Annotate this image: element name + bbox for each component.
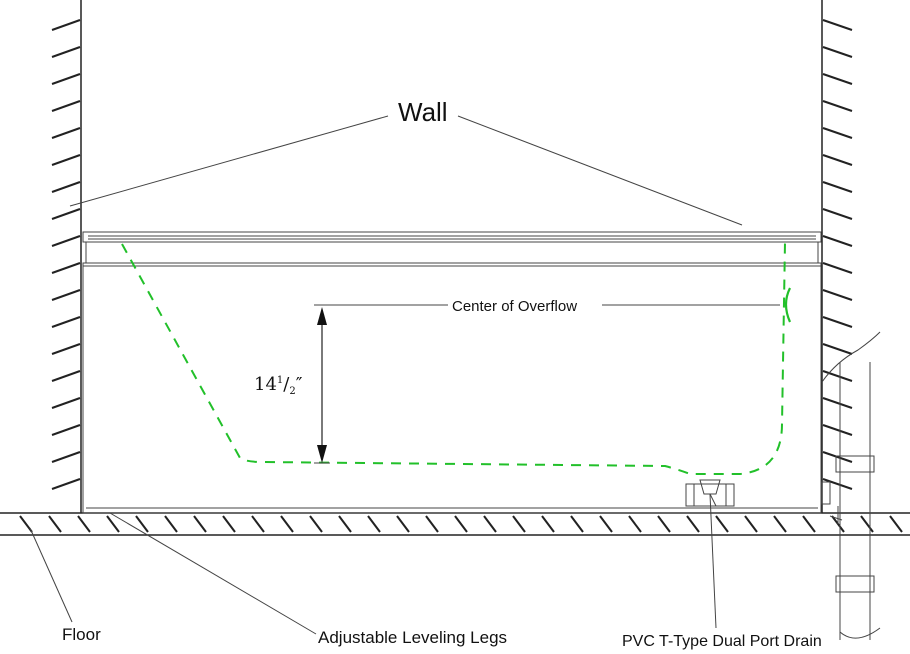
floor-hatch-mark [657, 515, 671, 533]
left-wall-hatch-mark [51, 100, 81, 112]
floor-hatch-mark [338, 515, 352, 533]
floor-hatch-mark [802, 515, 816, 533]
center-overflow-label: Center of Overflow [452, 298, 577, 315]
drain-pipe [821, 331, 881, 640]
floor-hatch-mark [599, 515, 613, 533]
right-wall-hatch-mark [822, 289, 853, 301]
drain-callout: PVC T-Type Dual Port Drain [622, 493, 822, 650]
floor-hatch-mark [106, 515, 120, 533]
floor-hatch-mark [77, 515, 91, 533]
floor-label: Floor [62, 625, 101, 644]
overflow-height-label: 141/2″ [254, 374, 303, 397]
floor-surface [0, 512, 910, 536]
right-wall-hatch-mark [822, 100, 853, 112]
floor-hatch-mark [425, 515, 439, 533]
floor-hatch-mark [48, 515, 62, 533]
left-wall-hatch-mark [51, 370, 81, 382]
left-wall-hatch-mark [51, 478, 81, 490]
overflow-opening [784, 287, 792, 323]
floor-hatch-mark [744, 515, 758, 533]
left-wall-hatching [51, 19, 81, 490]
right-wall-hatch-mark [822, 235, 853, 247]
floor-hatch-mark [251, 515, 265, 533]
left-wall-hatch-mark [51, 235, 81, 247]
left-wall-hatch-mark [51, 46, 81, 58]
legs-callout: Adjustable Leveling Legs [109, 512, 507, 647]
left-wall-hatch-mark [51, 208, 81, 220]
floor-hatch-mark [19, 515, 33, 533]
floor-hatch-mark [889, 515, 903, 533]
floor-hatch-mark [396, 515, 410, 533]
left-wall-hatch-mark [51, 73, 81, 85]
right-wall-hatch-mark [822, 316, 853, 328]
right-wall-hatch-mark [822, 478, 853, 490]
wall-label: Wall [398, 97, 448, 127]
left-wall-hatch-mark [51, 397, 81, 409]
left-wall-hatch-mark [51, 451, 81, 463]
right-wall-hatch-mark [822, 397, 853, 409]
left-wall-hatch-mark [51, 316, 81, 328]
right-wall-hatch-mark [822, 208, 853, 220]
right-wall-hatching [822, 19, 853, 490]
tub-interior-profile [121, 241, 792, 475]
floor-hatch-mark [280, 515, 294, 533]
floor-hatch-mark [773, 515, 787, 533]
floor-hatch-mark [570, 515, 584, 533]
floor-hatch-mark [483, 515, 497, 533]
floor-callout: Floor [29, 527, 101, 644]
overflow-dimension: Center of Overflow 141/2″ [254, 298, 780, 464]
left-wall-hatch-mark [51, 424, 81, 436]
left-wall-hatch-mark [51, 19, 81, 31]
drain-assembly [685, 479, 735, 507]
right-wall-hatch-mark [822, 46, 853, 58]
left-wall-hatch-mark [51, 127, 81, 139]
left-wall-hatch-mark [51, 181, 81, 193]
floor-hatching [19, 515, 903, 533]
legs-label: Adjustable Leveling Legs [318, 628, 507, 647]
tub-body [82, 242, 822, 514]
left-wall [51, 0, 82, 513]
right-wall-hatch-mark [822, 19, 853, 31]
right-wall-hatch-mark [822, 73, 853, 85]
right-wall-hatch-mark [822, 424, 853, 436]
right-wall [821, 0, 853, 513]
floor-hatch-mark [860, 515, 874, 533]
floor-hatch-mark [367, 515, 381, 533]
floor-hatch-mark [541, 515, 555, 533]
left-wall-hatch-mark [51, 343, 81, 355]
floor-hatch-mark [135, 515, 149, 533]
floor-hatch-mark [222, 515, 236, 533]
dimension-arrow-down [317, 445, 327, 463]
dimension-arrow-up [317, 307, 327, 325]
right-wall-hatch-mark [822, 181, 853, 193]
right-wall-hatch-mark [822, 262, 853, 274]
floor-hatch-mark [164, 515, 178, 533]
right-wall-hatch-mark [822, 370, 853, 382]
tub-rim [82, 231, 822, 243]
floor-hatch-mark [454, 515, 468, 533]
floor-hatch-mark [628, 515, 642, 533]
right-wall-hatch-mark [822, 343, 853, 355]
floor-hatch-mark [715, 515, 729, 533]
left-wall-hatch-mark [51, 262, 81, 274]
right-wall-hatch-mark [822, 154, 853, 166]
drain-label: PVC T-Type Dual Port Drain [622, 633, 822, 650]
floor-hatch-mark [686, 515, 700, 533]
left-wall-hatch-mark [51, 154, 81, 166]
left-wall-hatch-mark [51, 289, 81, 301]
wall-callout: Wall [69, 97, 743, 226]
floor-hatch-mark [512, 515, 526, 533]
right-wall-hatch-mark [822, 127, 853, 139]
floor-hatch-mark [309, 515, 323, 533]
floor-hatch-mark [193, 515, 207, 533]
right-wall-hatch-mark [822, 451, 853, 463]
